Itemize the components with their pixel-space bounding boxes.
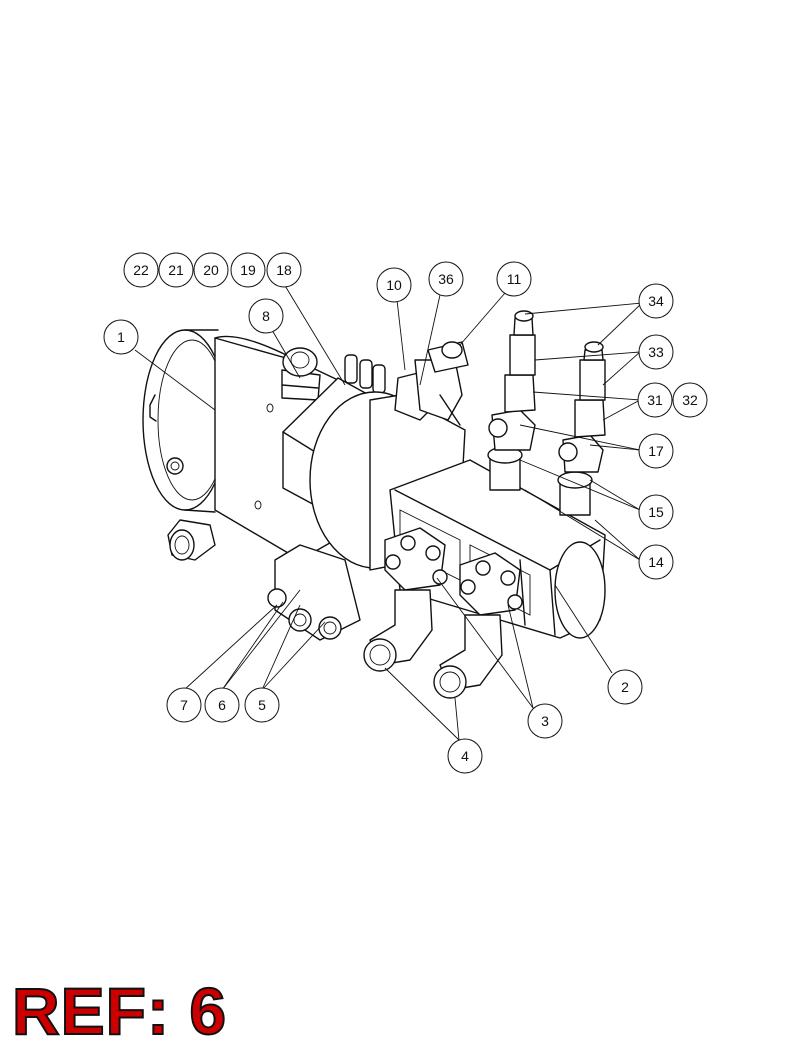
callout-3: 3 <box>527 703 563 739</box>
svg-text:36: 36 <box>438 271 454 287</box>
svg-text:7: 7 <box>180 697 188 713</box>
callout-4: 4 <box>447 738 483 774</box>
svg-text:32: 32 <box>682 392 698 408</box>
callout-balloons: 22 21 20 19 18 1 8 10 36 11 34 33 31 32 … <box>103 252 708 774</box>
callout-8: 8 <box>248 298 284 334</box>
callout-34: 34 <box>638 283 674 319</box>
svg-text:21: 21 <box>168 262 184 278</box>
svg-text:10: 10 <box>386 277 402 293</box>
svg-text:14: 14 <box>648 554 664 570</box>
callout-32: 32 <box>672 382 708 418</box>
svg-text:18: 18 <box>276 262 292 278</box>
callout-18: 18 <box>266 252 302 288</box>
callout-5: 5 <box>244 687 280 723</box>
callout-6: 6 <box>204 687 240 723</box>
callout-11: 11 <box>496 261 532 297</box>
callout-20: 20 <box>193 252 229 288</box>
svg-text:15: 15 <box>648 504 664 520</box>
callout-1: 1 <box>103 319 139 355</box>
svg-text:8: 8 <box>262 308 270 324</box>
callout-10: 10 <box>376 267 412 303</box>
svg-text:6: 6 <box>218 697 226 713</box>
assembly-drawing <box>142 310 606 699</box>
callout-19: 19 <box>230 252 266 288</box>
svg-text:4: 4 <box>461 748 469 764</box>
svg-text:20: 20 <box>203 262 219 278</box>
callout-2: 2 <box>607 669 643 705</box>
callout-36: 36 <box>428 261 464 297</box>
callout-7: 7 <box>166 687 202 723</box>
callout-14: 14 <box>638 544 674 580</box>
leader-lines <box>134 283 643 741</box>
callout-22: 22 <box>123 252 159 288</box>
svg-text:17: 17 <box>648 443 664 459</box>
callout-33: 33 <box>638 334 674 370</box>
svg-text:2: 2 <box>621 679 629 695</box>
svg-text:22: 22 <box>133 262 149 278</box>
ref-label: REF: 6 <box>11 974 228 1048</box>
svg-text:5: 5 <box>258 697 266 713</box>
svg-text:11: 11 <box>507 271 522 287</box>
svg-text:1: 1 <box>117 329 125 345</box>
svg-text:34: 34 <box>648 293 664 309</box>
callout-31: 31 <box>637 382 673 418</box>
svg-text:3: 3 <box>541 713 549 729</box>
callout-21: 21 <box>158 252 194 288</box>
callout-15: 15 <box>638 494 674 530</box>
svg-text:31: 31 <box>647 392 663 408</box>
svg-text:33: 33 <box>648 344 664 360</box>
svg-text:19: 19 <box>240 262 256 278</box>
callout-17: 17 <box>638 433 674 469</box>
